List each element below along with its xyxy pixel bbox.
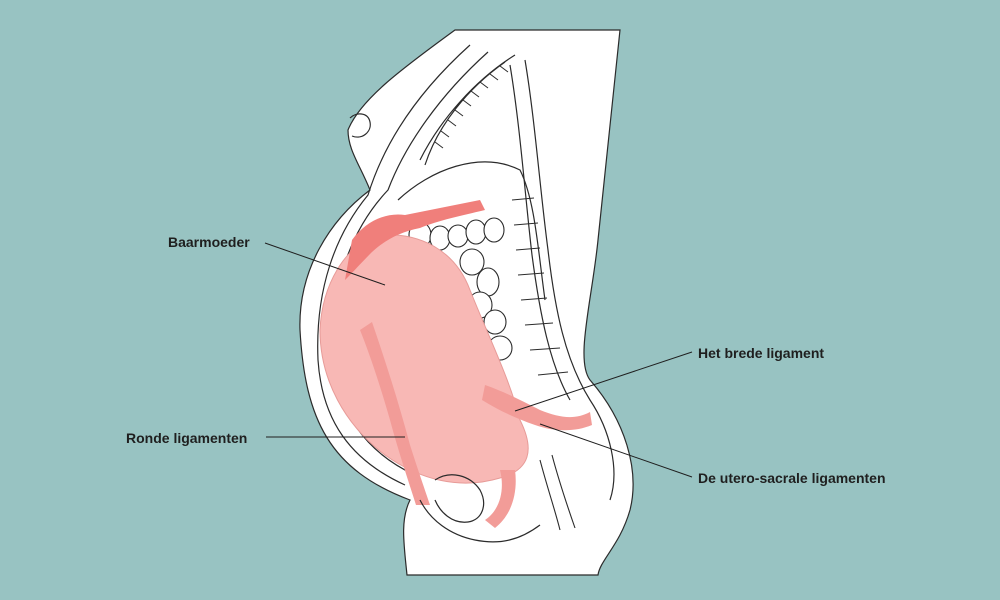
spine-outline-inner [509,64,571,401]
vertebrae [511,197,569,376]
leader-uterosacral-ligaments [539,423,693,478]
label-uterus: Baarmoeder [168,234,250,250]
rectum-outline [539,454,576,531]
leader-broad-ligament [514,351,693,412]
leader-uterus [264,242,386,286]
abdominal-wall-line [317,44,471,486]
placenta [345,200,485,280]
bladder-outline [419,499,541,543]
cervix-vagina [485,470,516,528]
label-broad-ligament: Het brede ligament [698,345,825,361]
round-ligament [360,322,430,505]
diaphragm [397,161,546,301]
leader-lines [264,242,693,478]
spine-outline [524,59,615,501]
breast-outline [349,113,371,138]
broad-ligament [482,385,592,431]
label-round-ligaments: Ronde ligamenten [126,430,248,446]
uterus [319,234,529,484]
label-uterosacral-ligaments: De utero-sacrale ligamenten [698,470,886,486]
pelvis-outline [434,474,485,523]
rib-segments [434,65,509,149]
rib-cage [419,54,516,166]
